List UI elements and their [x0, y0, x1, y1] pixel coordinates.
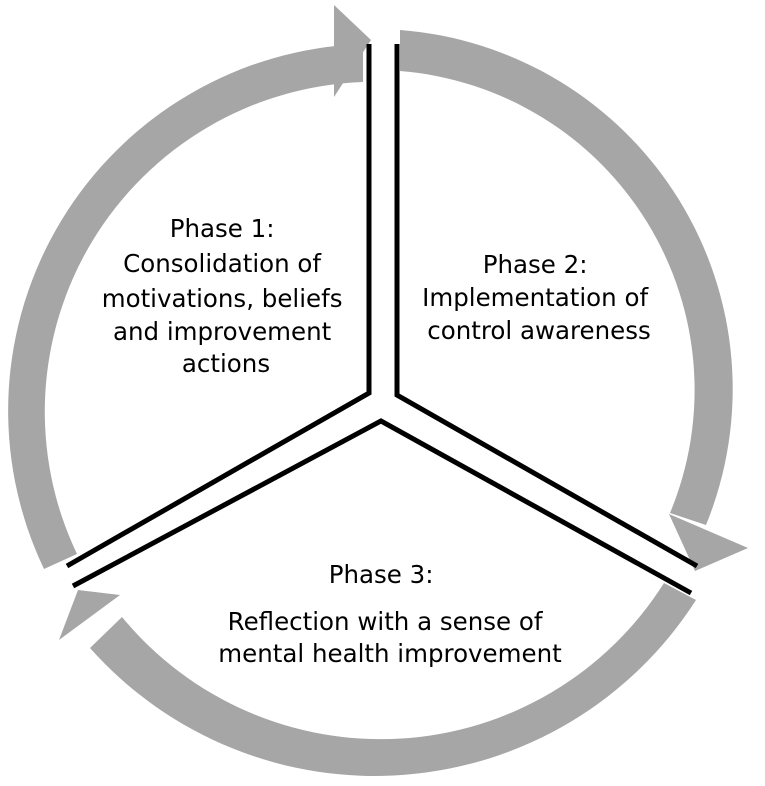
arrowhead-top-icon	[334, 5, 371, 97]
phase-3-line: mental health improvement	[218, 639, 562, 668]
arrowhead-right-icon	[669, 514, 748, 571]
phase-2-line: Implementation of	[422, 283, 649, 312]
divider-bottom	[71, 418, 693, 596]
phase-3-line: Reflection with a sense of	[228, 607, 544, 636]
phase-1-line: actions	[182, 349, 270, 378]
arrow-phase1-to-phase2	[8, 5, 371, 569]
phase-1-line: motivations, beliefs	[102, 284, 343, 313]
arrow-phase2-to-phase3	[400, 30, 748, 571]
arrow-body-left	[8, 44, 363, 569]
arrow-body-right	[400, 30, 733, 525]
arrow-phase3-to-phase1	[59, 583, 696, 776]
phase-2-label: Phase 2: Implementation of control aware…	[422, 250, 656, 345]
phase-2-line: Phase 2:	[483, 250, 588, 279]
phase-3-line: Phase 3:	[329, 560, 434, 589]
phase-2-line: control awareness	[427, 316, 651, 345]
divider-top-right	[394, 44, 699, 569]
phase-1-label: Phase 1: Consolidation of motivations, b…	[102, 214, 351, 378]
phase-1-line: Phase 1:	[170, 214, 275, 243]
divider-lines	[65, 44, 699, 596]
phase-1-line: Consolidation of	[123, 249, 322, 278]
phase-3-label: Phase 3: Reflection with a sense of ment…	[218, 560, 562, 668]
phase-1-line: and improvement	[113, 317, 332, 346]
arrowhead-left-icon	[59, 590, 120, 640]
divider-top-left	[65, 44, 372, 569]
arrow-body-bottom	[90, 583, 696, 776]
